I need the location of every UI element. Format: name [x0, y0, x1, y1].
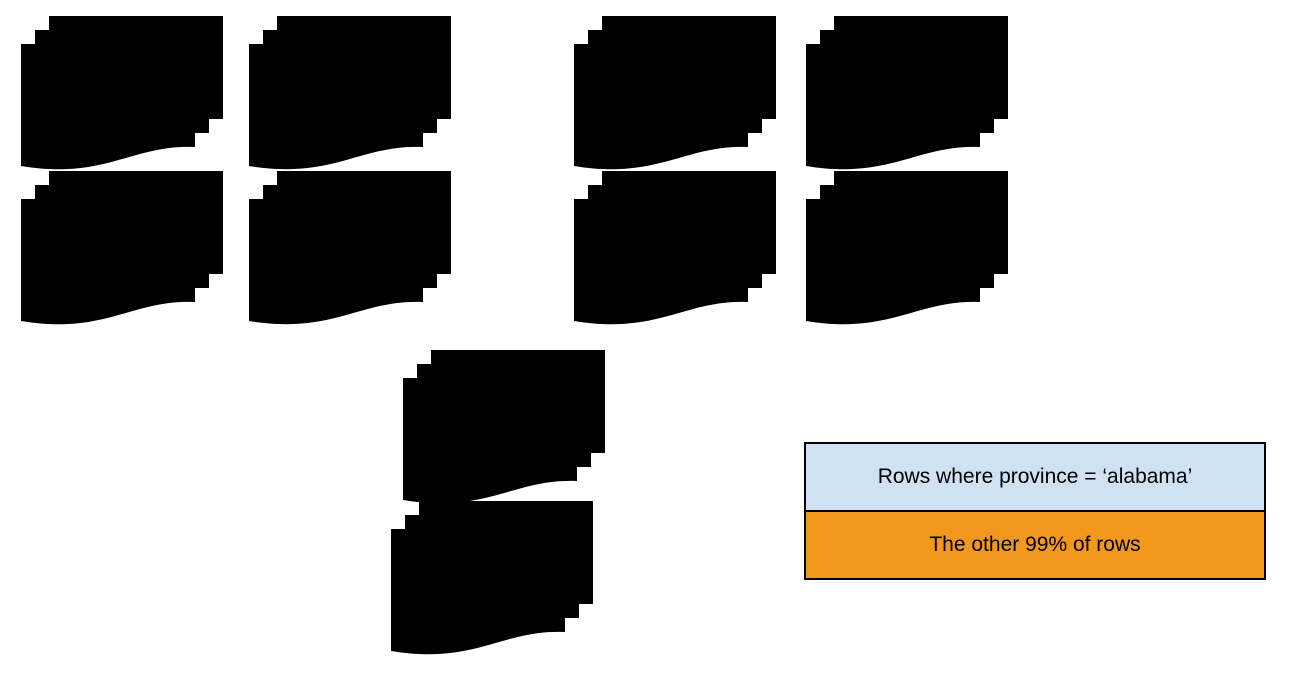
legend-label: The other 99% of rows	[929, 533, 1141, 556]
region-stack-ap-east-2: ap-east-2	[390, 500, 594, 660]
region-stack-us-east-2: us-east-2	[248, 170, 452, 330]
stack-label: us-east-2	[293, 238, 381, 261]
stack-label: eu-west-2	[615, 238, 709, 261]
region-stack-eu-west-1: eu-west-1	[573, 15, 777, 175]
region-stack-eu-west-2: eu-west-2	[573, 170, 777, 330]
region-stack-us-east-1: us-east-1	[248, 15, 452, 175]
legend: Rows where province = ‘alabama’ The othe…	[804, 442, 1266, 580]
stack-label: eu-east-1	[849, 83, 939, 106]
legend-row-other-rows: The other 99% of rows	[806, 510, 1264, 578]
stack-label: us-west-2	[63, 238, 155, 261]
region-stack-us-west-2: us-west-2	[20, 170, 224, 330]
legend-row-alabama-rows: Rows where province = ‘alabama’	[806, 444, 1264, 510]
stack-label: eu-east-2	[849, 238, 939, 261]
region-stack-ap-east-1: ap-east-1	[402, 349, 606, 509]
region-stack-eu-east-1: eu-east-1	[805, 15, 1009, 175]
stack-label: us-west-1	[63, 83, 155, 106]
stack-label: us-east-1	[293, 83, 381, 106]
stack-label: eu-west-1	[615, 83, 709, 106]
legend-label: Rows where province = ‘alabama’	[877, 465, 1193, 488]
stack-label: ap-east-2	[434, 568, 524, 591]
region-stack-eu-east-2: eu-east-2	[805, 170, 1009, 330]
region-stack-us-west-1: us-west-1	[20, 15, 224, 175]
stack-label: ap-east-1	[446, 417, 536, 440]
